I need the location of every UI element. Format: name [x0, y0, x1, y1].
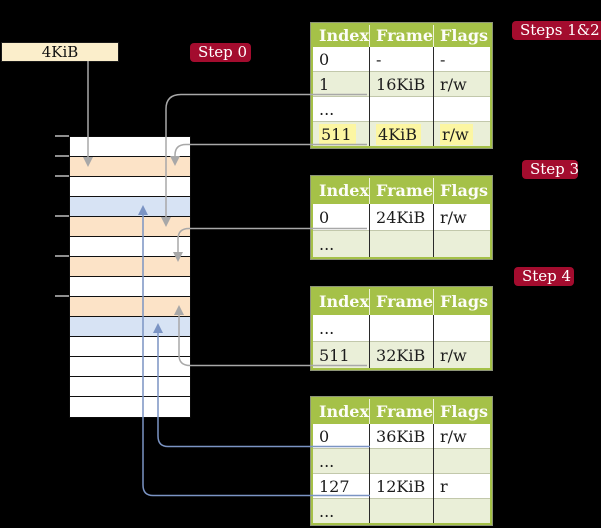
- column-header: Index: [312, 24, 370, 47]
- memory-row-frame: [70, 297, 190, 317]
- page-table-2: Index Frame Flags 0 24KiB r/w ...: [311, 176, 492, 259]
- column-header: Flags: [433, 398, 491, 424]
- table-row: 0 24KiB r/w: [312, 203, 491, 231]
- memory-row-frame: [70, 257, 190, 277]
- table-row: 0 36KiB r/w: [312, 423, 491, 449]
- table-cell: -: [369, 46, 434, 72]
- page-table-1: Index Frame Flags 0 - - 1 16KiB r/w ... …: [311, 23, 492, 148]
- highlighted-value: 4KiB: [376, 123, 422, 145]
- memory-tick: [55, 215, 69, 217]
- step4-label: Step 4: [514, 267, 574, 286]
- table-cell: [369, 96, 434, 122]
- column-header: Flags: [433, 177, 491, 204]
- table-row: ...: [312, 230, 491, 258]
- table-cell: r/w: [433, 423, 491, 449]
- table-cell: [369, 314, 434, 342]
- step3-label: Step 3: [522, 160, 579, 179]
- table-header-row: Index Frame Flags: [312, 24, 491, 47]
- table-row-highlighted: 511 4KiB r/w: [312, 121, 491, 147]
- table-cell: ...: [312, 96, 370, 122]
- table-cell: r/w: [433, 341, 491, 369]
- table-cell: 0: [312, 203, 370, 231]
- table-cell: [433, 498, 491, 524]
- table-cell: r: [433, 473, 491, 499]
- table-cell: [433, 448, 491, 474]
- memory-row-plain: [70, 397, 190, 416]
- table-cell: -: [433, 46, 491, 72]
- table-header-row: Index Frame Flags: [312, 398, 491, 424]
- table-row: ...: [312, 314, 491, 342]
- table-cell: 24KiB: [369, 203, 434, 231]
- column-header: Frame: [369, 24, 434, 47]
- table-cell: ...: [312, 498, 370, 524]
- table-cell: 36KiB: [369, 423, 434, 449]
- memory-row-page: [70, 197, 190, 217]
- memory-row-frame: [70, 157, 190, 177]
- table-cell: [369, 230, 434, 258]
- table-row: ...: [312, 498, 491, 524]
- cr3-frame-box: 4KiB: [1, 42, 119, 62]
- table-header-row: Index Frame Flags: [312, 288, 491, 315]
- memory-row-plain: [70, 177, 190, 197]
- page-table-3: Index Frame Flags ... 511 32KiB r/w: [311, 287, 492, 370]
- memory-tick: [55, 155, 69, 157]
- column-header: Frame: [369, 288, 434, 315]
- column-header: Index: [312, 288, 370, 315]
- table-cell: r/w: [433, 203, 491, 231]
- column-header: Index: [312, 398, 370, 424]
- table-cell: 127: [312, 473, 370, 499]
- step0-label: Step 0: [190, 43, 251, 62]
- table-row: 1 16KiB r/w: [312, 71, 491, 97]
- table-cell: 32KiB: [369, 341, 434, 369]
- table-cell: [433, 314, 491, 342]
- memory-tick: [55, 175, 69, 177]
- memory-strip: [69, 136, 191, 418]
- table-cell: ...: [312, 230, 370, 258]
- memory-tick: [55, 295, 69, 297]
- table-row: 0 - -: [312, 46, 491, 72]
- column-header: Index: [312, 177, 370, 204]
- table-cell: 4KiB: [369, 121, 434, 147]
- highlighted-value: r/w: [440, 123, 473, 145]
- table-cell: r/w: [433, 121, 491, 147]
- memory-row-plain: [70, 337, 190, 357]
- table-row: ...: [312, 448, 491, 474]
- page-table-4: Index Frame Flags 0 36KiB r/w ... 127 12…: [311, 397, 492, 525]
- memory-row-frame: [70, 217, 190, 237]
- table-cell: ...: [312, 314, 370, 342]
- column-header: Flags: [433, 288, 491, 315]
- memory-row-plain: [70, 277, 190, 297]
- table-cell: 12KiB: [369, 473, 434, 499]
- column-header: Frame: [369, 398, 434, 424]
- table-cell: [369, 448, 434, 474]
- table-header-row: Index Frame Flags: [312, 177, 491, 204]
- memory-tick: [55, 255, 69, 257]
- table-cell: 511: [312, 341, 370, 369]
- table-cell: [369, 498, 434, 524]
- steps-1-2-label: Steps 1&2: [512, 21, 601, 40]
- table-row: ...: [312, 96, 491, 122]
- table-cell: 511: [312, 121, 370, 147]
- table-cell: [433, 230, 491, 258]
- table-cell: 0: [312, 46, 370, 72]
- table-cell: ...: [312, 448, 370, 474]
- table-row: 127 12KiB r: [312, 473, 491, 499]
- memory-tick: [55, 135, 69, 137]
- table-cell: 1: [312, 71, 370, 97]
- memory-row-plain: [70, 237, 190, 257]
- highlighted-value: 511: [319, 123, 356, 145]
- memory-row-plain: [70, 137, 190, 157]
- table-cell: [433, 96, 491, 122]
- table-cell: r/w: [433, 71, 491, 97]
- memory-row-plain: [70, 377, 190, 397]
- table-row: 511 32KiB r/w: [312, 341, 491, 369]
- column-header: Frame: [369, 177, 434, 204]
- memory-row-page: [70, 317, 190, 337]
- cr3-frame-label: 4KiB: [41, 43, 79, 61]
- column-header: Flags: [433, 24, 491, 47]
- table-cell: 0: [312, 423, 370, 449]
- memory-row-plain: [70, 357, 190, 377]
- table-cell: 16KiB: [369, 71, 434, 97]
